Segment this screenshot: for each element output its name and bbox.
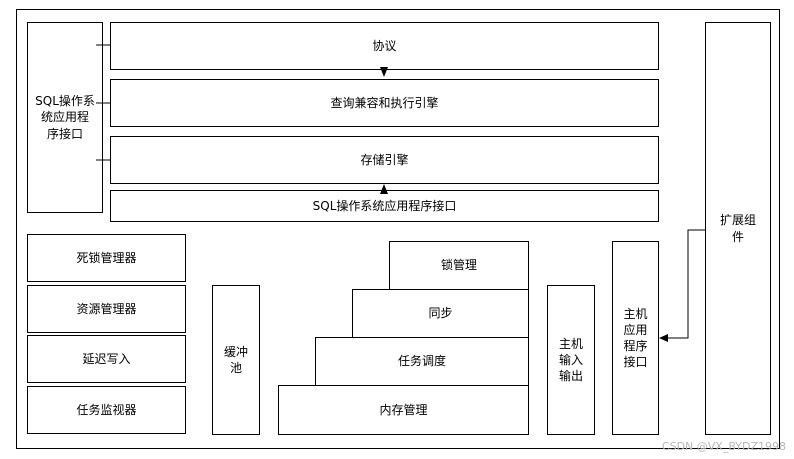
storage-engine-box: 存储引擎 bbox=[110, 136, 659, 184]
lazy-writer-box: 延迟写入 bbox=[27, 335, 186, 383]
host-io-label: 主机 输入 输出 bbox=[558, 336, 583, 384]
deadlock-manager-label: 死锁管理器 bbox=[76, 250, 137, 265]
protocol-box: 协议 bbox=[110, 22, 659, 70]
synchronization-label: 同步 bbox=[428, 306, 453, 321]
buffer-pool-label: 缓冲 池 bbox=[223, 344, 248, 375]
task-scheduling-label: 任务调度 bbox=[397, 354, 446, 369]
task-scheduling-box: 任务调度 bbox=[315, 337, 529, 386]
sql-api-left-box: SQL操作系 统应用程 序接口 bbox=[27, 22, 103, 213]
host-api-box: 主机 应用 程序 接口 bbox=[612, 241, 659, 435]
deadlock-manager-box: 死锁管理器 bbox=[27, 234, 186, 282]
resource-manager-label: 资源管理器 bbox=[76, 301, 137, 316]
resource-manager-box: 资源管理器 bbox=[27, 285, 186, 333]
query-engine-label: 查询兼容和执行引擎 bbox=[330, 95, 439, 110]
lock-management-box: 锁管理 bbox=[389, 241, 529, 290]
memory-management-box: 内存管理 bbox=[278, 385, 529, 435]
lock-management-label: 锁管理 bbox=[440, 258, 477, 273]
task-monitor-box: 任务监视器 bbox=[27, 386, 186, 434]
host-api-label: 主机 应用 程序 接口 bbox=[623, 306, 648, 370]
query-engine-box: 查询兼容和执行引擎 bbox=[110, 79, 659, 127]
memory-management-label: 内存管理 bbox=[379, 402, 428, 417]
watermark: CSDN @VX_BYDZ1998 bbox=[661, 440, 786, 453]
storage-engine-label: 存储引擎 bbox=[360, 152, 409, 167]
lazy-writer-label: 延迟写入 bbox=[82, 351, 131, 366]
extension-box: 扩展组 件 bbox=[705, 22, 771, 435]
synchronization-box: 同步 bbox=[352, 289, 529, 338]
task-monitor-label: 任务监视器 bbox=[76, 402, 137, 417]
protocol-label: 协议 bbox=[372, 38, 397, 53]
sql-api-bottom-label: SQL操作系统应用程序接口 bbox=[312, 198, 457, 213]
extension-label: 扩展组 件 bbox=[719, 213, 756, 244]
buffer-pool-box: 缓冲 池 bbox=[212, 285, 260, 435]
host-io-box: 主机 输入 输出 bbox=[547, 285, 595, 435]
sql-api-bottom-box: SQL操作系统应用程序接口 bbox=[110, 190, 659, 222]
sql-api-left-label: SQL操作系 统应用程 序接口 bbox=[35, 94, 95, 141]
